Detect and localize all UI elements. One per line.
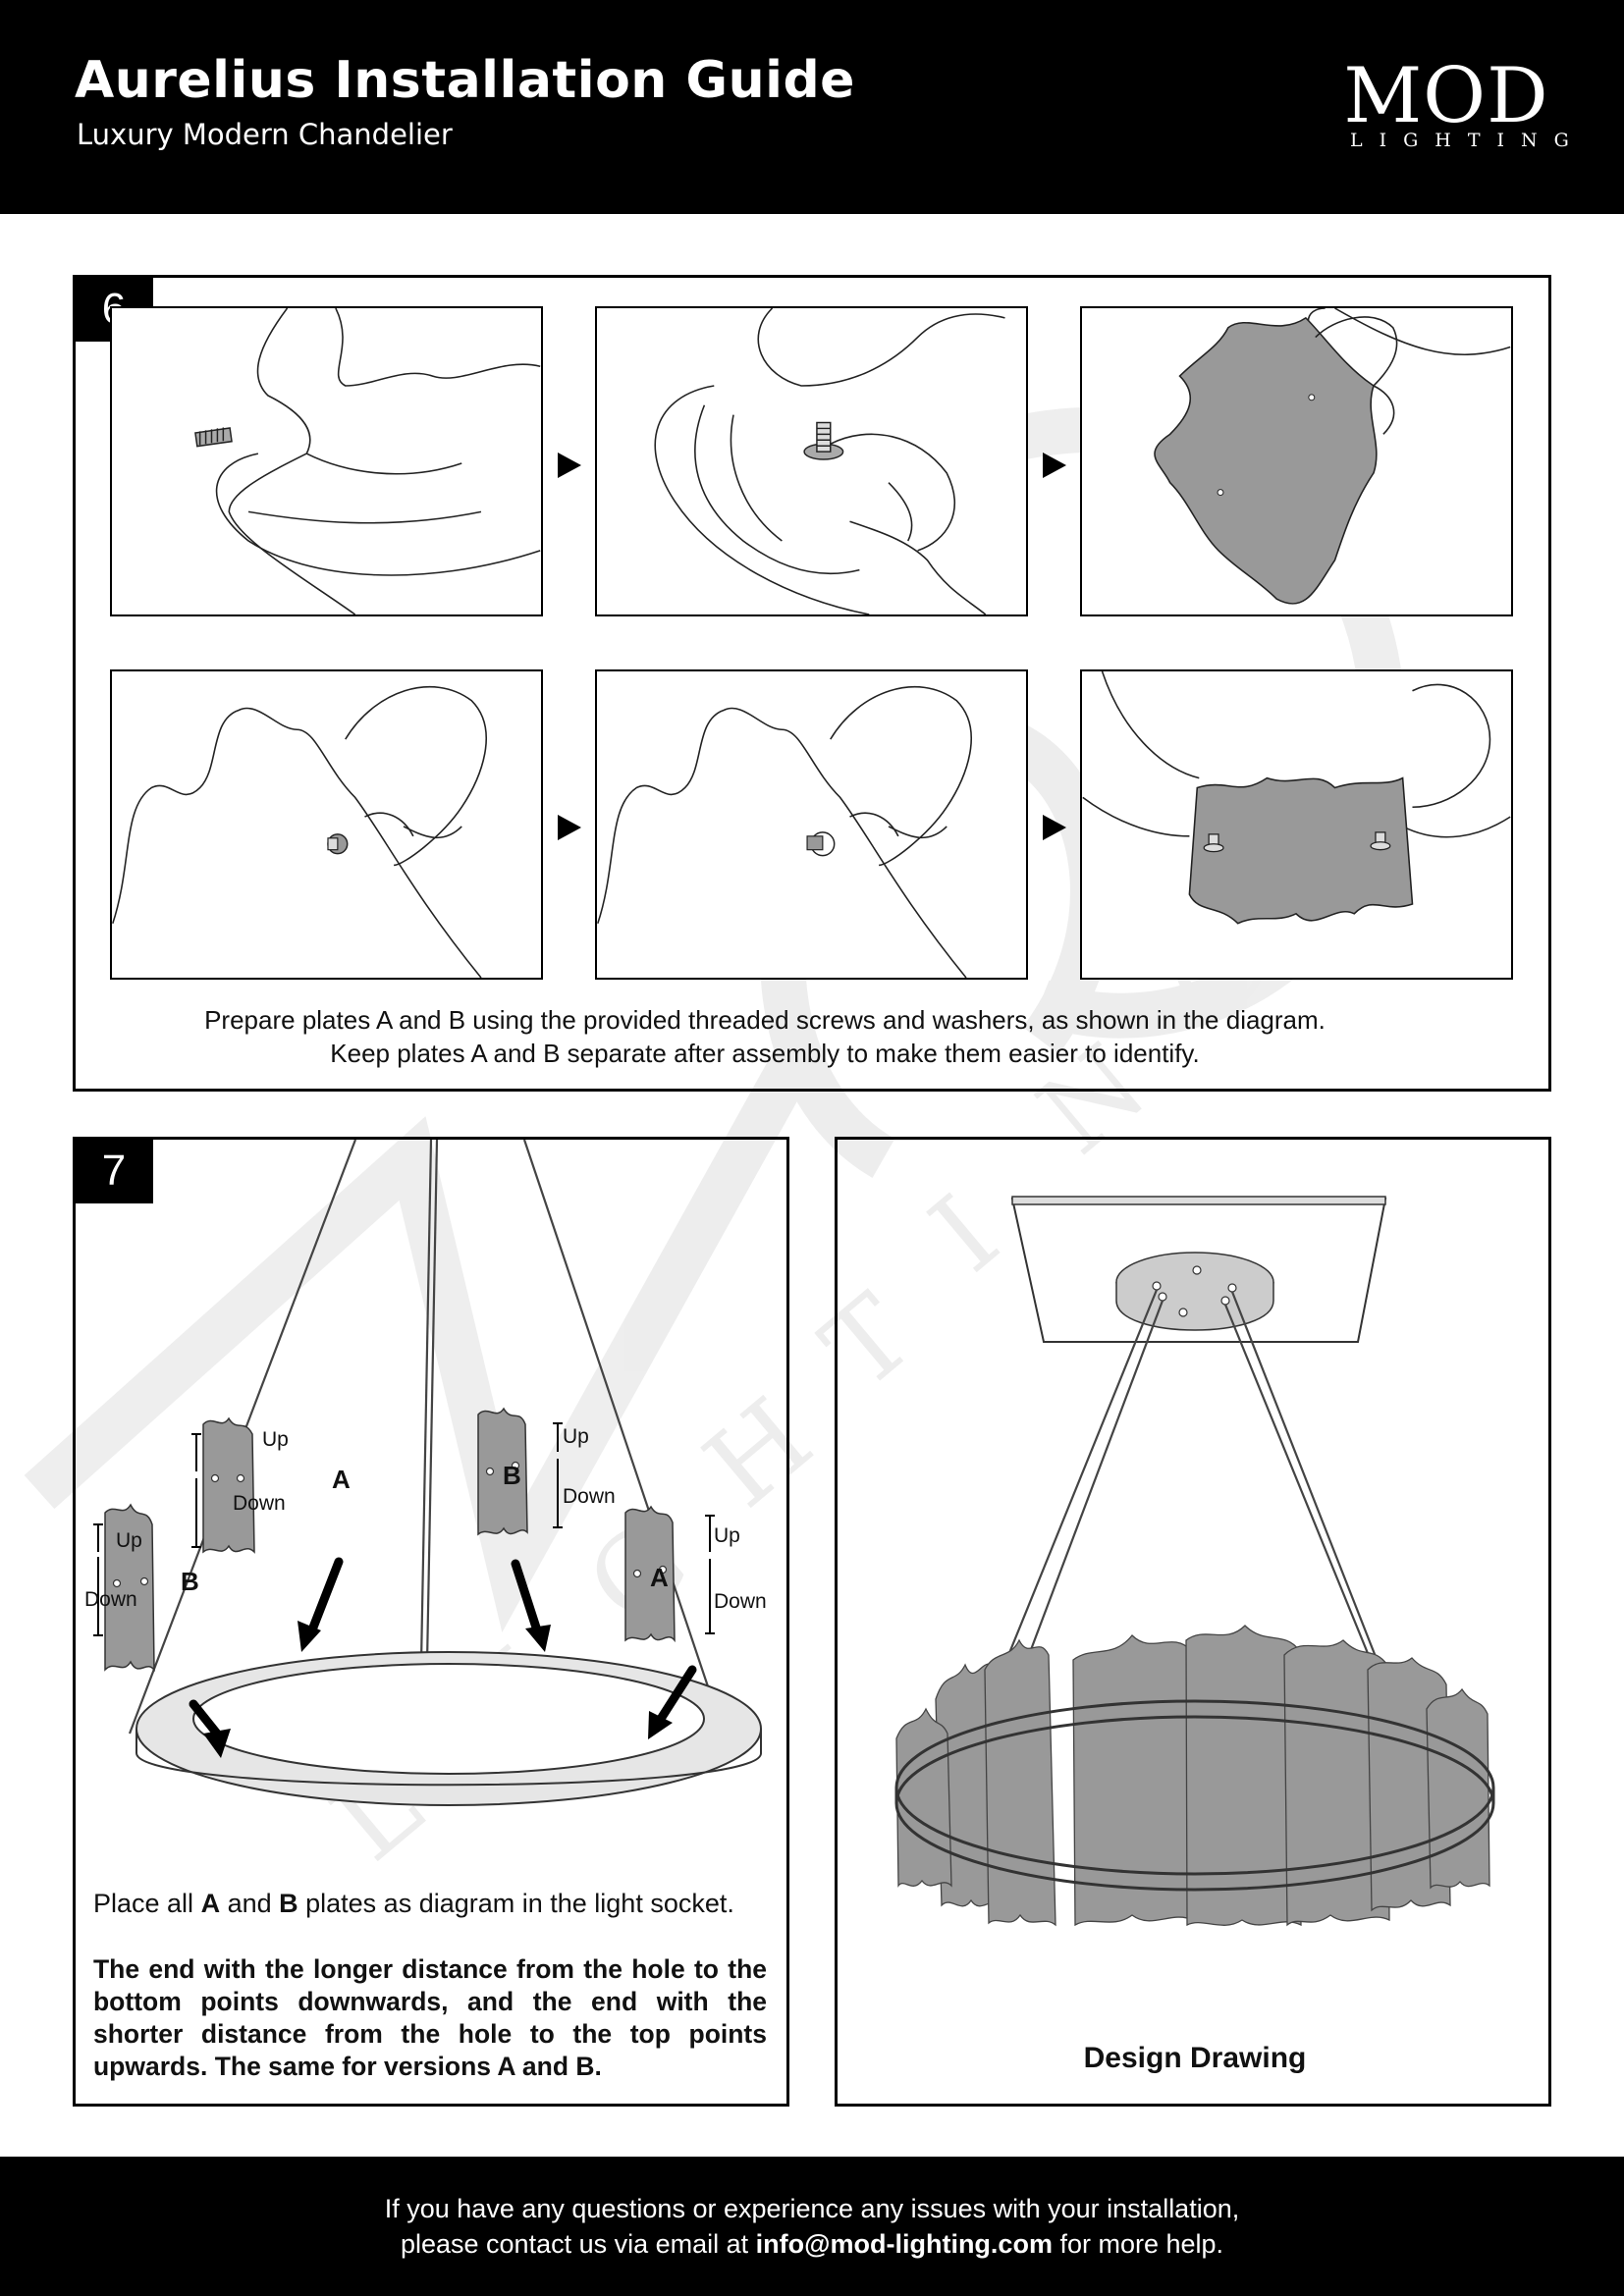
hands-attach-washer-illustration [654,308,1005,614]
plate-b-upper-right [477,1407,528,1536]
footer-line-2: please contact us via email at info@mod-… [0,2226,1624,2262]
step-7-badge: 7 [75,1139,153,1203]
step-6-panel-3 [1080,306,1513,616]
instruction-plate-b: B [279,1889,298,1918]
down-label-upper-left: Down [233,1492,286,1515]
plate-a-upper-left-label: A [332,1465,351,1494]
footer-bar: If you have any questions or experience … [0,2157,1624,2296]
design-drawing-label: Design Drawing [1083,2042,1307,2074]
support-email-link[interactable]: info@mod-lighting.com [755,2229,1053,2259]
up-label-upper-right: Up [563,1425,589,1448]
step-7-orientation-note: The end with the longer distance from th… [93,1954,767,2081]
step-6-panel-2 [595,306,1028,616]
step-6-caption-line-1: Prepare plates A and B using the provide… [204,1005,1326,1035]
step-6-caption: Prepare plates A and B using the provide… [75,1003,1455,1070]
step-6-section [73,275,1551,1092]
footer-line-1: If you have any questions or experience … [384,2194,1240,2223]
up-label-left: Up [116,1529,142,1552]
instruction-plate-a: A [200,1889,221,1918]
plate-a-right [624,1505,676,1643]
arrow-right-icon [558,453,581,478]
header-bar: Aurelius Installation Guide Luxury Moder… [0,0,1624,214]
arrow-right-icon [1043,815,1066,840]
step-6-panel-1 [110,306,543,616]
plate-b-left-label: B [181,1567,199,1596]
plate-placement-diagram [93,1140,763,1806]
down-label-upper-right: Down [563,1485,616,1508]
logo-wordmark: MOD [1343,52,1549,140]
step-6-panel-4 [110,669,543,980]
up-label-right: Up [714,1524,740,1547]
footer-line-2-prefix: please contact us via email at [400,2229,756,2259]
instruction-and: and [220,1889,280,1918]
design-drawing-illustration [894,1196,1495,1927]
plate-screw-tighten-illustration [597,686,972,978]
page-subtitle: Luxury Modern Chandelier [77,118,453,151]
step-6-panel-5 [595,669,1028,980]
hand-hold-screw-illustration [194,308,541,614]
plate-a-right-label: A [650,1563,669,1592]
plate-held-illustration [1154,308,1511,605]
down-label-right: Down [714,1590,767,1613]
brand-logo: MOD LIGHTING [1333,52,1586,151]
arrow-right-icon [1043,453,1066,478]
down-label-left: Down [84,1588,137,1611]
up-label-upper-left: Up [262,1428,289,1451]
logo-subtext: LIGHTING [1350,130,1586,151]
plate-b-upper-right-label: B [503,1461,521,1490]
step-7-section [73,1137,789,2107]
instruction-prefix: Place all [93,1889,201,1918]
footer-line-2-suffix: for more help. [1052,2229,1224,2259]
plate-screw-closeup-illustration [112,686,487,978]
arrow-right-icon [558,815,581,840]
step-7-instruction: Place all A and B plates as diagram in t… [93,1889,771,1919]
instruction-suffix: plates as diagram in the light socket. [298,1889,734,1918]
assembled-plate-illustration [1082,671,1511,925]
design-drawing-section [835,1137,1551,2107]
page-title: Aurelius Installation Guide [75,51,855,110]
step-6-panel-6 [1080,669,1513,980]
footer-text: If you have any questions or experience … [0,2191,1624,2262]
step-6-caption-line-2: Keep plates A and B separate after assem… [330,1039,1200,1068]
plate-a-upper-left [202,1416,255,1554]
plate-b-left [104,1503,155,1673]
